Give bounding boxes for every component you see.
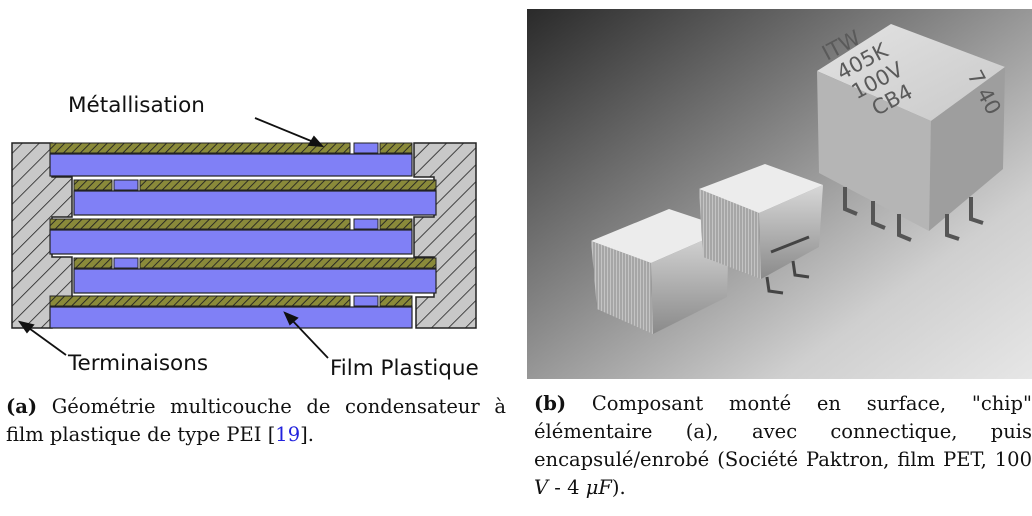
metal-layer bbox=[139, 179, 437, 191]
plastic-film bbox=[49, 153, 413, 177]
caption-text: Géométrie multicouche de condensateur à … bbox=[6, 395, 507, 446]
metal-gap bbox=[113, 257, 139, 269]
chip-top bbox=[699, 164, 823, 213]
plastic-film bbox=[49, 229, 413, 255]
arrowhead bbox=[17, 320, 35, 334]
metal-layer bbox=[49, 142, 351, 154]
label-metallisation: Métallisation bbox=[68, 93, 205, 118]
metal-layer bbox=[73, 257, 113, 269]
unit-microfarad: μF bbox=[585, 476, 612, 499]
caption-text: Composant monté en surface, "chip" éléme… bbox=[534, 392, 1032, 471]
citation-link[interactable]: 19 bbox=[275, 423, 301, 446]
capacitor-cross-section-diagram: Métallisation Terminaisons Film Plastiqu… bbox=[11, 93, 479, 380]
smd-capacitor-photo: ITW 405K 100V CB4 7 40 bbox=[527, 9, 1032, 379]
unit-volt: V bbox=[534, 476, 549, 499]
chip-side bbox=[699, 189, 761, 279]
caption-text-end: ). bbox=[611, 476, 626, 499]
label-film-plastique: Film Plastique bbox=[330, 356, 479, 380]
chip-top bbox=[591, 209, 729, 263]
caption-text-end: ]. bbox=[300, 423, 314, 446]
metal-layer bbox=[139, 257, 437, 269]
metal-gap bbox=[353, 218, 379, 230]
metal-layer bbox=[73, 179, 113, 191]
package-marking: ITW 405K 100V CB4 bbox=[818, 25, 916, 120]
metal-layer bbox=[49, 295, 351, 307]
package-side bbox=[817, 71, 931, 231]
metal-layer bbox=[49, 218, 351, 230]
right-termination bbox=[413, 142, 477, 329]
arrowhead bbox=[307, 135, 325, 148]
metal-layer bbox=[379, 142, 413, 154]
plastic-film bbox=[49, 306, 413, 329]
caption-b: (b) Composant monté en surface, "chip" é… bbox=[534, 390, 1032, 502]
package-front bbox=[929, 67, 1005, 231]
figure-a: Métallisation Terminaisons Film Plastiqu… bbox=[6, 93, 506, 449]
metal-layer bbox=[379, 218, 413, 230]
leader-terminaisons bbox=[25, 325, 67, 356]
caption-tag: (b) bbox=[534, 392, 567, 415]
package-top bbox=[817, 24, 1005, 121]
metal-gap bbox=[113, 179, 139, 191]
connector-leads bbox=[765, 235, 810, 295]
metal-gap bbox=[353, 142, 379, 154]
figure-b: ITW 405K 100V CB4 7 40 (b) Composant mon… bbox=[527, 0, 1032, 516]
metal-gap bbox=[353, 295, 379, 307]
leader-film-plastique bbox=[289, 317, 329, 359]
leader-metallisation bbox=[254, 117, 317, 144]
label-terminaisons: Terminaisons bbox=[67, 351, 208, 376]
caption-text-mid: - 4 bbox=[548, 476, 586, 499]
plastic-film bbox=[73, 268, 437, 294]
plastic-film bbox=[73, 190, 437, 216]
chip-side bbox=[591, 241, 653, 334]
chip-end bbox=[759, 185, 823, 279]
caption-a: (a) Géométrie multicouche de condensateu… bbox=[6, 393, 506, 449]
package-leads bbox=[843, 187, 984, 242]
caption-tag: (a) bbox=[6, 395, 38, 418]
arrowhead bbox=[283, 311, 299, 326]
metal-layer bbox=[379, 295, 413, 307]
